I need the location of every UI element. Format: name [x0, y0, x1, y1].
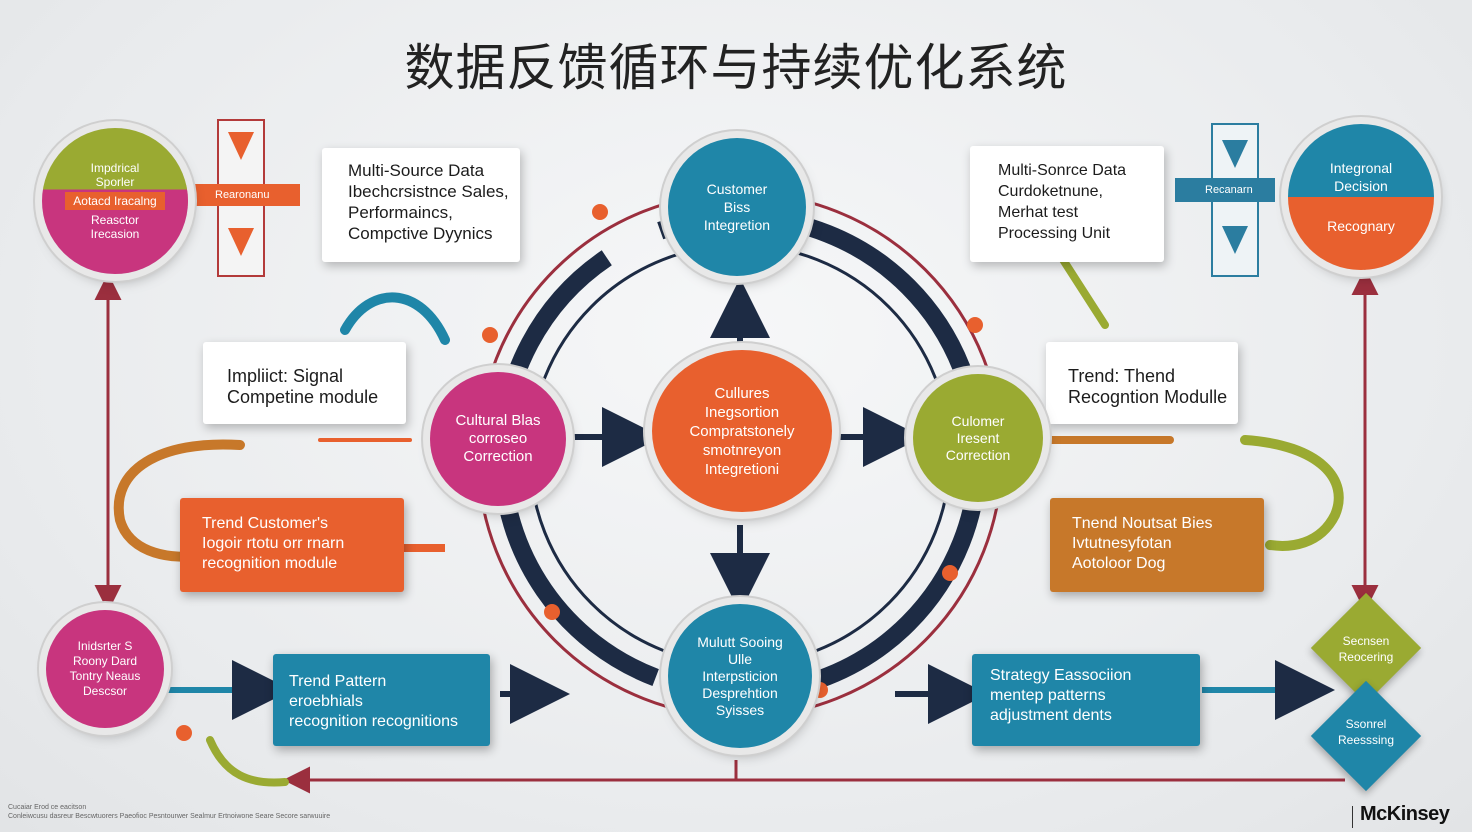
top-left-badge: Impdrical Sporler Aotacd Iracalng Reasct…	[42, 128, 188, 274]
badge-line-4: Irecasion	[90, 227, 140, 241]
box-trend-bias: Tnend Noutsat Bies Ivtutnesyfotan Aotolo…	[1050, 498, 1264, 592]
navy-arrows	[162, 278, 1335, 724]
brand-logo: McKinsey	[1360, 803, 1450, 825]
box-trend-customer: Trend Customer's Iogoir rtotu orr rnarn …	[180, 498, 404, 592]
footer-note: Cucaiar Erod ce eacitson Conleiwcusu das…	[8, 804, 331, 820]
node-bottom-left: Inidsrter S Roony Dard Tontry Neaus Desc…	[46, 610, 164, 728]
badge-line-2: Decision	[1334, 178, 1388, 194]
diamond-bottom-label: Ssonrel Reesssing	[1337, 717, 1395, 747]
node-top: Customer Biss Integretion	[668, 138, 806, 276]
card-data-left: Multi-Source Data Ibechcrsistnce Sales, …	[322, 148, 520, 262]
brand-divider	[1352, 806, 1353, 828]
card-data-right: Multi-Sonrce Data Curdoketnune, Merhat t…	[970, 146, 1164, 262]
connector-dot-icon	[482, 327, 498, 343]
curved-connectors	[113, 251, 1344, 787]
badge-line-3: Reasctor	[90, 213, 140, 227]
connector-dot-icon	[544, 604, 560, 620]
card-trend-right: Trend: Thend Recogntion Modulle	[1046, 342, 1238, 424]
badge-band: Recognary	[1327, 218, 1395, 234]
red-frame-lines	[94, 268, 1379, 794]
top-right-badge: Integronal Decision Recognary	[1288, 124, 1434, 270]
connector-dot-icon	[942, 565, 958, 581]
card-signal: Impliict: Signal Competine module	[203, 342, 406, 424]
box-trend-pattern: Trend Pattern eroebhials recognition rec…	[273, 654, 490, 746]
top-left-tag: Rearonanu	[215, 189, 270, 201]
connector-dot-icon	[176, 725, 192, 741]
connector-dot-icon	[967, 317, 983, 333]
diamond-top-label: Secnsen Reocering	[1338, 634, 1394, 664]
badge-line-2: Sporler	[95, 175, 135, 189]
connector-dots	[176, 204, 983, 741]
badge-line-1: Integronal	[1329, 160, 1393, 176]
connector-dot-icon	[592, 204, 608, 220]
node-bottom: Mulutt Sooing Ulle Interpsticion Despreh…	[668, 604, 812, 748]
top-right-tag: Recanarn	[1205, 184, 1253, 196]
badge-line-1: Impdrical	[90, 161, 140, 175]
page-title: 数据反馈循环与持续优化系统	[404, 39, 1068, 97]
node-right: Culomer Iresent Correction	[913, 374, 1043, 502]
badge-band: Aotacd Iracalng	[65, 192, 165, 210]
node-left: Cultural Blas corroseo Correction	[430, 372, 566, 506]
node-center: Cullures Inegsortion Compratstonely smot…	[652, 350, 832, 512]
box-strategy: Strategy Eassociion mentep patterns adju…	[972, 654, 1200, 746]
connector-dot-icon	[812, 682, 828, 698]
